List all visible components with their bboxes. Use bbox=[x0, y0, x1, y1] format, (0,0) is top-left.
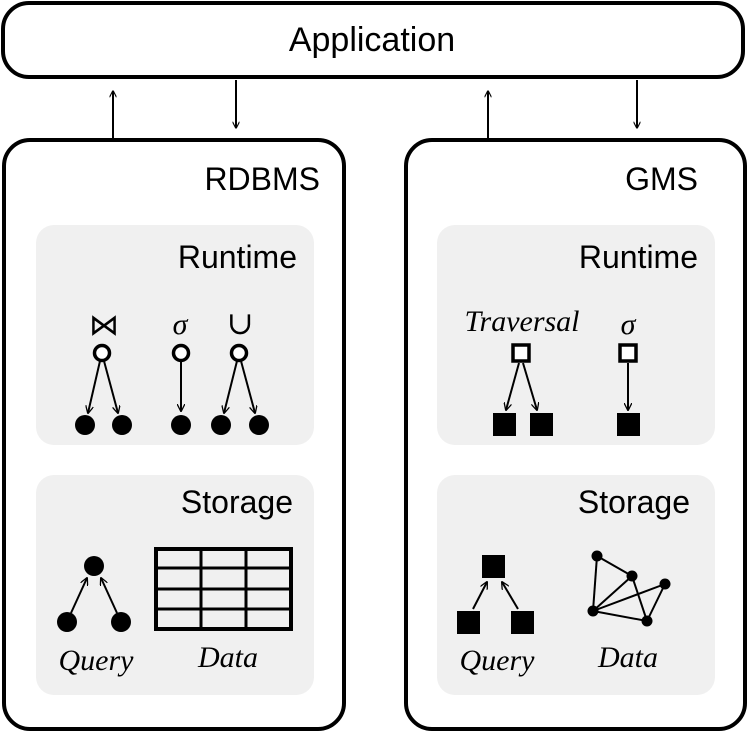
rdbms-runtime-title: Runtime bbox=[178, 239, 297, 275]
rdbms-query-tree bbox=[57, 556, 131, 632]
gms-storage-title: Storage bbox=[578, 484, 690, 520]
gms-query-tree bbox=[457, 555, 534, 634]
gms-runtime-title: Runtime bbox=[579, 239, 698, 275]
union-input-node-left bbox=[211, 415, 231, 435]
join-input-node-right bbox=[112, 415, 132, 435]
gms-query-label: Query bbox=[460, 644, 536, 677]
traversal-input-node-left bbox=[493, 413, 516, 436]
gms-title: GMS bbox=[625, 161, 698, 197]
select-input-node bbox=[171, 415, 191, 435]
application-label: Application bbox=[289, 21, 455, 59]
select-operator-node bbox=[171, 343, 191, 363]
traversal-operator-label: Traversal bbox=[464, 305, 579, 338]
gms-box: GMS Runtime Traversal σ Storage bbox=[404, 138, 747, 731]
gms-runtime-panel: Runtime Traversal σ bbox=[437, 225, 715, 445]
rdbms-box: RDBMS Runtime ⋈ σ ∪ bbox=[2, 138, 346, 731]
rdbms-query-label: Query bbox=[59, 644, 135, 677]
join-operator-node bbox=[92, 343, 112, 363]
gms-select-operator-node bbox=[618, 343, 638, 363]
join-input-node-left bbox=[75, 415, 95, 435]
traversal-input-node-right bbox=[530, 413, 553, 436]
application-box: Application bbox=[1, 1, 745, 79]
gms-data-graph bbox=[592, 555, 666, 622]
gms-data-label: Data bbox=[597, 641, 658, 674]
union-operator-symbol: ∪ bbox=[227, 305, 254, 341]
union-input-node-right bbox=[249, 415, 269, 435]
select-operator-symbol: σ bbox=[173, 308, 189, 341]
rdbms-runtime-panel: Runtime ⋈ σ ∪ bbox=[36, 225, 314, 445]
rdbms-title: RDBMS bbox=[204, 161, 320, 197]
gms-storage-panel: Storage Query bbox=[437, 475, 715, 695]
gms-select-operator-symbol: σ bbox=[621, 308, 637, 341]
rdbms-storage-title: Storage bbox=[181, 484, 293, 520]
join-operator-symbol: ⋈ bbox=[89, 309, 119, 342]
rdbms-storage-panel: Storage Query Data bbox=[36, 475, 314, 695]
gms-data-graph-nodes bbox=[587, 550, 671, 627]
gms-select-input-node bbox=[617, 413, 640, 436]
union-operator-node bbox=[229, 343, 249, 363]
traversal-operator-node bbox=[511, 343, 531, 363]
rdbms-data-label: Data bbox=[197, 641, 258, 674]
rdbms-data-table bbox=[154, 547, 293, 631]
